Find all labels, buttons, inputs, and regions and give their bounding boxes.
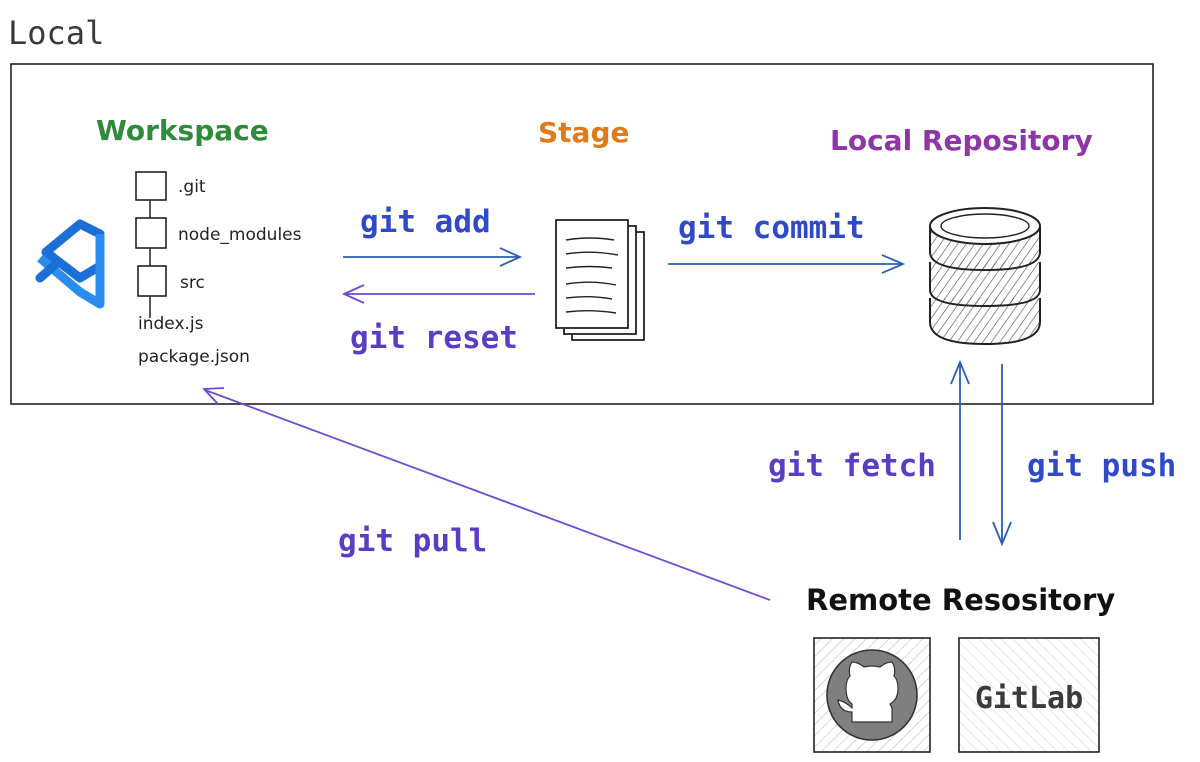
workspace-title: Workspace	[96, 114, 269, 147]
gitlab-label: GitLab	[975, 681, 1083, 716]
git-commit-arrow	[668, 254, 906, 274]
tree-item-package-json: package.json	[138, 347, 250, 367]
github-provider	[813, 637, 931, 753]
folder-icon	[135, 171, 167, 201]
git-fetch-label: git fetch	[768, 448, 936, 484]
git-pull-arrow	[202, 387, 771, 601]
folder-icon	[135, 217, 167, 249]
tree-item-git: .git	[178, 177, 206, 197]
tree-item-src: src	[180, 273, 205, 293]
gitlab-provider: GitLab	[958, 637, 1100, 753]
folder-icon	[137, 265, 167, 297]
vscode-icon	[35, 219, 105, 309]
remote-repository-title: Remote Resository	[806, 583, 1115, 617]
git-pull-label: git pull	[338, 523, 487, 559]
tree-item-index-js: index.js	[138, 314, 204, 334]
tree-item-node-modules: node_modules	[178, 225, 302, 245]
workspace-file-tree: .git node_modules src index.js package.j…	[135, 171, 302, 367]
git-push-label: git push	[1027, 448, 1176, 484]
github-icon	[826, 649, 918, 741]
git-add-arrow	[343, 247, 523, 267]
git-commit-label: git commit	[678, 210, 865, 246]
local-label: Local	[8, 14, 104, 52]
git-add-label: git add	[360, 204, 491, 240]
git-fetch-arrow	[950, 359, 970, 540]
local-box	[10, 63, 1154, 405]
git-push-arrow	[992, 364, 1012, 547]
database-icon	[929, 207, 1041, 346]
git-reset-label: git reset	[350, 320, 518, 356]
local-repository-title: Local Repository	[830, 124, 1093, 157]
documents-icon	[555, 219, 645, 341]
git-reset-arrow	[341, 284, 535, 304]
stage-title: Stage	[538, 116, 629, 149]
